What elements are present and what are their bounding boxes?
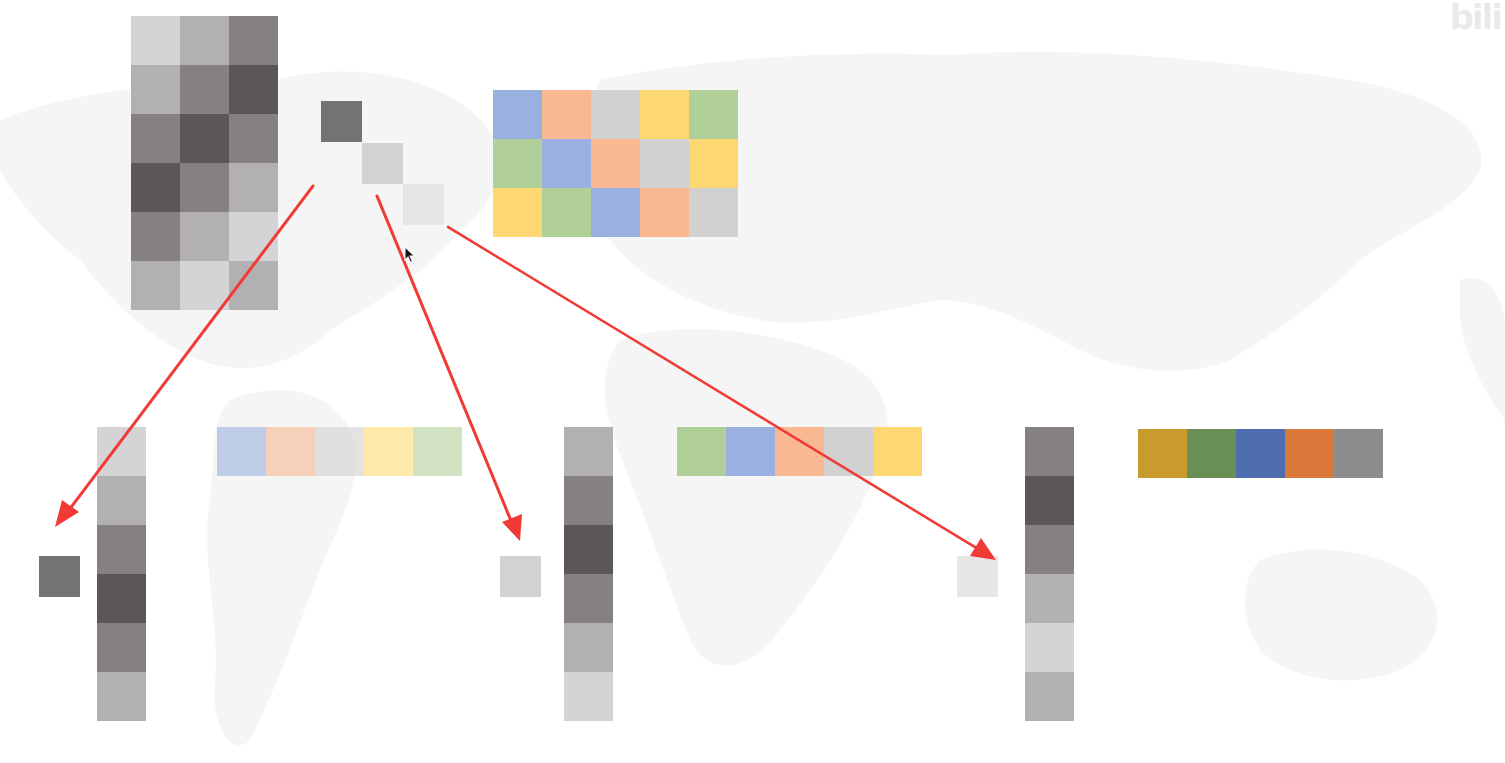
arrow-3-shaft (446, 225, 985, 554)
group-3-color-row (1138, 429, 1383, 478)
gray-kernel-matrix-cell (131, 65, 180, 114)
group-2-color-row-cell (873, 427, 922, 476)
gray-kernel-matrix-cell (131, 114, 180, 163)
arrow-3-head (970, 538, 996, 560)
diagonal-square-dark (321, 101, 362, 142)
group-3-color-row-cell (1236, 429, 1285, 478)
group-3-gray-column-cell (1025, 476, 1074, 525)
group-1-gray-column-cell (97, 574, 146, 623)
gray-kernel-matrix-cell (131, 261, 180, 310)
gray-kernel-matrix-cell (180, 16, 229, 65)
group-1-gray-column-cell (97, 623, 146, 672)
color-matrix-cell (591, 139, 640, 188)
group-1-color-row-cell (266, 427, 315, 476)
group-1-gray-column (97, 427, 146, 721)
gray-kernel-matrix-cell (180, 163, 229, 212)
group-1-gray-column-cell (97, 525, 146, 574)
group-2-gray-column-cell (564, 427, 613, 476)
group-2-color-row-cell (677, 427, 726, 476)
group-3-gray-column-cell (1025, 427, 1074, 476)
group-3-gray-column-cell (1025, 525, 1074, 574)
color-matrix-cell (493, 139, 542, 188)
color-matrix-cell (640, 139, 689, 188)
group-2-value-square (500, 556, 541, 597)
diagonal-square-lightest (403, 184, 444, 225)
group-3-color-row-cell (1138, 429, 1187, 478)
color-matrix-cell (689, 90, 738, 139)
group-1-color-row-cell (217, 427, 266, 476)
group-3-gray-column (1025, 427, 1074, 721)
color-matrix-cell (689, 188, 738, 237)
group-3-gray-column-cell (1025, 623, 1074, 672)
arrow-2-head (502, 514, 522, 541)
gray-kernel-matrix-cell (180, 114, 229, 163)
group-3-color-row-cell (1334, 429, 1383, 478)
color-matrix-cell (542, 139, 591, 188)
group-3-color-row-cell (1187, 429, 1236, 478)
group-1-gray-column-cell (97, 476, 146, 525)
gray-kernel-matrix-cell (131, 163, 180, 212)
gray-kernel-matrix (131, 16, 278, 310)
gray-kernel-matrix-cell (131, 212, 180, 261)
color-matrix (493, 90, 738, 237)
color-matrix-cell (591, 188, 640, 237)
group-2-color-row-cell (726, 427, 775, 476)
gray-kernel-matrix-cell (180, 65, 229, 114)
group-1-gray-column-cell (97, 427, 146, 476)
color-matrix-cell (640, 188, 689, 237)
gray-kernel-matrix-cell (229, 65, 278, 114)
group-2-gray-column-cell (564, 525, 613, 574)
group-2-gray-column (564, 427, 613, 721)
color-matrix-cell (542, 90, 591, 139)
group-1-color-row-cell (315, 427, 364, 476)
color-matrix-cell (689, 139, 738, 188)
gray-kernel-matrix-cell (229, 16, 278, 65)
color-matrix-cell (542, 188, 591, 237)
group-2-gray-column-cell (564, 574, 613, 623)
gray-kernel-matrix-cell (131, 16, 180, 65)
color-matrix-cell (493, 90, 542, 139)
gray-kernel-matrix-cell (180, 212, 229, 261)
arrow-2-shaft (375, 194, 516, 530)
group-2-gray-column-cell (564, 672, 613, 721)
group-2-color-row-cell (824, 427, 873, 476)
group-1-color-row (217, 427, 462, 476)
gray-kernel-matrix-cell (180, 261, 229, 310)
color-matrix-cell (493, 188, 542, 237)
group-3-value-square (957, 556, 998, 597)
gray-kernel-matrix-cell (229, 114, 278, 163)
gray-kernel-matrix-cell (229, 212, 278, 261)
group-2-gray-column-cell (564, 623, 613, 672)
color-matrix-cell (640, 90, 689, 139)
color-matrix-cell (591, 90, 640, 139)
group-1-gray-column-cell (97, 672, 146, 721)
diagonal-square-light (362, 143, 403, 184)
group-1-color-row-cell (413, 427, 462, 476)
group-1-color-row-cell (364, 427, 413, 476)
group-2-gray-column-cell (564, 476, 613, 525)
group-3-color-row-cell (1285, 429, 1334, 478)
gray-kernel-matrix-cell (229, 163, 278, 212)
group-1-value-square (39, 556, 80, 597)
group-3-gray-column-cell (1025, 574, 1074, 623)
mouse-cursor-icon (404, 246, 416, 264)
arrow-1-shaft (64, 184, 315, 516)
watermark-logo: bili (1449, 0, 1503, 38)
group-3-gray-column-cell (1025, 672, 1074, 721)
arrow-1-head (55, 500, 79, 527)
